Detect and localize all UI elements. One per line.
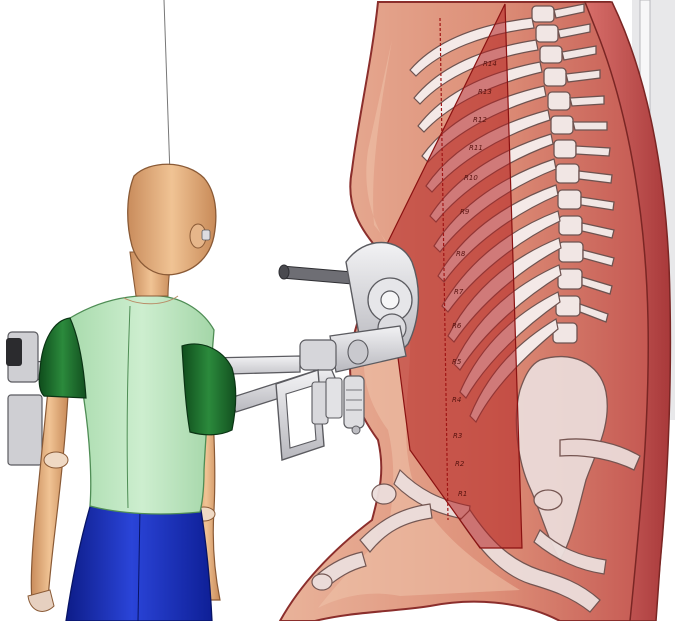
rib-label: R12 bbox=[473, 116, 487, 124]
rib-label: R6 bbox=[452, 322, 462, 330]
rib-label: R8 bbox=[456, 250, 466, 258]
worker-head bbox=[128, 164, 216, 275]
rib-label: R2 bbox=[455, 460, 465, 468]
tool-grip-frame bbox=[276, 370, 342, 460]
tool-left-mount bbox=[6, 332, 42, 465]
rib-label: R5 bbox=[452, 358, 462, 366]
suspension-wire bbox=[164, 0, 170, 175]
rib-label: R4 bbox=[452, 396, 461, 404]
rib-label: R9 bbox=[460, 208, 470, 216]
rib-label: R1 bbox=[458, 490, 467, 498]
worker-mannequin bbox=[28, 164, 236, 621]
rib-label: R3 bbox=[453, 432, 462, 440]
rib-label: R10 bbox=[464, 174, 478, 182]
tool-handle-bar bbox=[279, 265, 352, 284]
tool-trigger bbox=[344, 376, 364, 434]
rib-label: R11 bbox=[469, 144, 483, 152]
rib-label: R7 bbox=[454, 288, 464, 296]
rib-label: R13 bbox=[478, 88, 492, 96]
rib-label: R14 bbox=[483, 60, 497, 68]
